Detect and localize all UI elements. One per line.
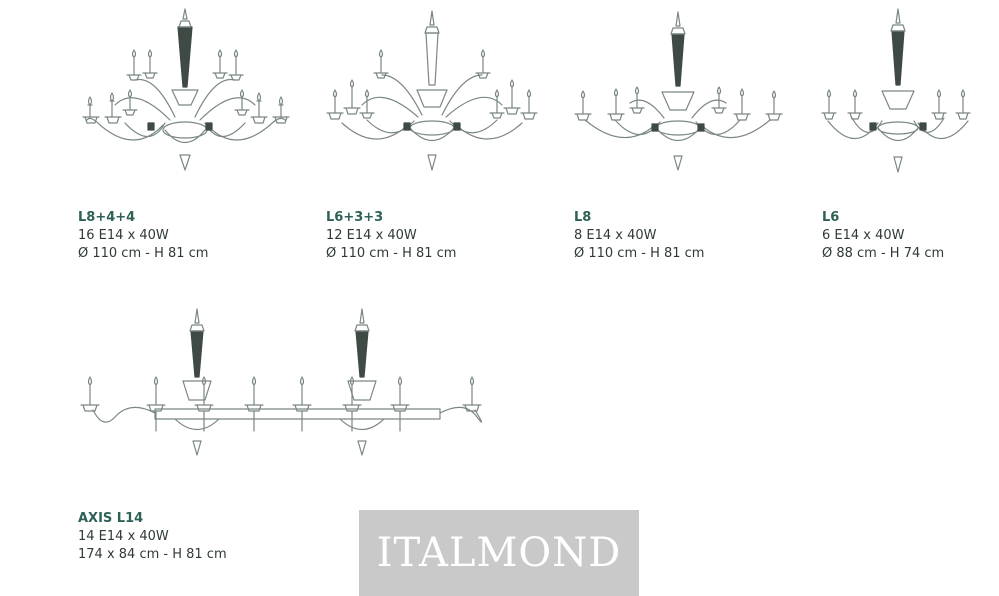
model-name: L8+4+4 bbox=[78, 210, 136, 225]
model-name: L6 bbox=[822, 210, 840, 225]
model-name: L8 bbox=[574, 210, 592, 225]
bulb-spec: 12 E14 x 40W bbox=[326, 228, 417, 243]
dimensions: Ø 110 cm - H 81 cm bbox=[78, 246, 209, 261]
chandelier-drawing-l8-4-4 bbox=[75, 5, 300, 180]
product-caption-4: L6 6 E14 x 40W Ø 88 cm - H 74 cm bbox=[822, 209, 944, 263]
dimensions: Ø 88 cm - H 74 cm bbox=[822, 246, 945, 261]
bulb-spec: 6 E14 x 40W bbox=[822, 228, 905, 243]
dimensions: 174 x 84 cm - H 81 cm bbox=[78, 547, 227, 562]
chandelier-drawing-l6-3-3 bbox=[322, 5, 547, 180]
chandelier-drawing-l6 bbox=[820, 5, 975, 180]
chandelier-drawing-axis-l14 bbox=[75, 305, 490, 465]
model-name: AXIS L14 bbox=[78, 511, 144, 526]
bulb-spec: 8 E14 x 40W bbox=[574, 228, 657, 243]
dimensions: Ø 110 cm - H 81 cm bbox=[574, 246, 705, 261]
bulb-spec: 16 E14 x 40W bbox=[78, 228, 169, 243]
product-caption-3: L8 8 E14 x 40W Ø 110 cm - H 81 cm bbox=[574, 209, 704, 263]
dimensions: Ø 110 cm - H 81 cm bbox=[326, 246, 457, 261]
chandelier-drawing-l8 bbox=[570, 8, 790, 178]
product-caption-2: L6+3+3 12 E14 x 40W Ø 110 cm - H 81 cm bbox=[326, 209, 456, 263]
model-name: L6+3+3 bbox=[326, 210, 384, 225]
product-caption-1: L8+4+4 16 E14 x 40W Ø 110 cm - H 81 cm bbox=[78, 209, 208, 263]
product-caption-5: AXIS L14 14 E14 x 40W 174 x 84 cm - H 81… bbox=[78, 510, 227, 564]
brand-name: ITALMOND bbox=[376, 530, 622, 576]
bulb-spec: 14 E14 x 40W bbox=[78, 529, 169, 544]
brand-watermark: ITALMOND bbox=[359, 510, 639, 596]
